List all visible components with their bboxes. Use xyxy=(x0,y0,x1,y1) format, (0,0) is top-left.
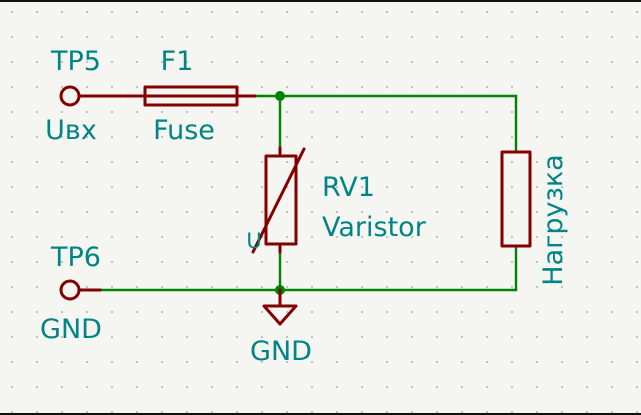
varistor-diagonal-stroke xyxy=(251,147,306,254)
ground-label[interactable]: GND xyxy=(250,336,312,367)
sheet-border-top xyxy=(0,0,641,2)
varistor-u-letter: U xyxy=(246,229,261,253)
testpoint-tp6[interactable]: TP6 GND xyxy=(40,242,102,345)
fuse-f1[interactable]: F1 Fuse xyxy=(143,46,257,146)
tp5-ref-label[interactable]: TP5 xyxy=(50,46,101,77)
sheet-border-bottom xyxy=(0,413,641,415)
f1-value-label[interactable]: Fuse xyxy=(153,115,215,146)
wire-bottom[interactable] xyxy=(98,244,518,292)
testpoint-tp5[interactable]: TP5 Uвх xyxy=(45,46,147,146)
load-resistor[interactable]: Нагрузка xyxy=(500,150,569,286)
ground-symbol[interactable]: GND xyxy=(250,288,312,367)
tp6-ref-label[interactable]: TP6 xyxy=(50,242,101,273)
wire-top[interactable] xyxy=(253,94,518,154)
rv1-ref-label[interactable]: RV1 xyxy=(322,172,375,203)
rv1-value-label[interactable]: Varistor xyxy=(322,212,427,243)
varistor-rv1[interactable]: U RV1 Varistor xyxy=(246,146,427,254)
f1-ref-label[interactable]: F1 xyxy=(161,46,194,77)
tp5-net-label[interactable]: Uвх xyxy=(45,115,97,146)
varistor-body[interactable] xyxy=(264,154,298,246)
tp6-net-label[interactable]: GND xyxy=(40,314,102,345)
ground-triangle-icon xyxy=(262,304,298,326)
junction-dot[interactable] xyxy=(275,91,285,101)
load-body[interactable] xyxy=(500,150,532,248)
load-label[interactable]: Нагрузка xyxy=(538,154,569,285)
